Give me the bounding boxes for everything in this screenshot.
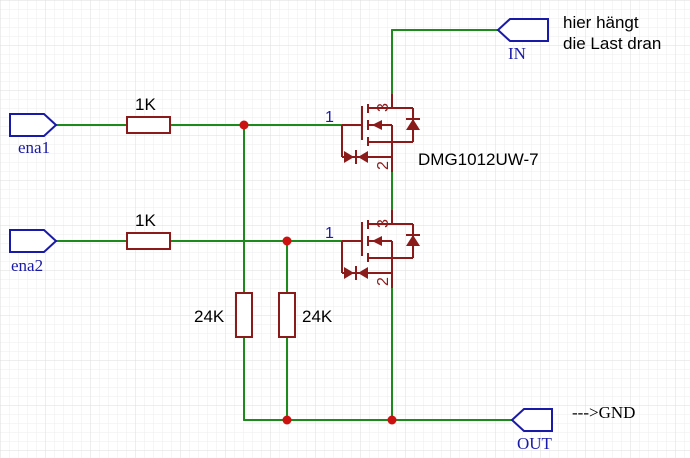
port-out[interactable]: OUT — [510, 408, 553, 453]
mosfet-q2-arrow — [372, 236, 382, 246]
resistor-r3[interactable]: 24K — [194, 292, 253, 338]
junction-gate1 — [239, 120, 249, 130]
junction-gate2 — [282, 236, 292, 246]
mosfet-q2-body-diode — [406, 235, 420, 246]
mosfet-q1[interactable]: 1 3 2 DMG1012UW-7 — [325, 94, 539, 172]
mosfet-q2-pin-source: 2 — [375, 277, 392, 286]
note-load-line1: hier hängt — [563, 13, 639, 32]
port-in-label: IN — [508, 44, 526, 63]
mosfet-q1-pin-source: 2 — [375, 161, 392, 170]
resistor-r4-value: 24K — [302, 307, 333, 326]
mosfet-q1-pin-gate: 1 — [325, 109, 334, 126]
mosfet-q2-zener-a — [344, 267, 354, 279]
junctions — [239, 120, 397, 425]
junction-gnd-source — [387, 415, 397, 425]
resistor-r1-value: 1K — [135, 95, 156, 114]
port-ena1-label: ena1 — [18, 138, 50, 157]
port-in[interactable]: IN — [496, 18, 549, 63]
mosfet-q2-pin-gate: 1 — [325, 225, 334, 242]
port-ena1[interactable]: ena1 — [9, 113, 58, 157]
resistor-r2-value: 1K — [135, 211, 156, 230]
resistor-r3-value: 24K — [194, 307, 225, 326]
note-load-line2: die Last dran — [563, 34, 661, 53]
note-gnd: --->GND — [572, 403, 635, 422]
resistor-r4[interactable]: 24K — [278, 292, 333, 338]
mosfet-q2-zener-b — [358, 267, 368, 279]
mosfet-q2[interactable]: 1 3 2 — [325, 210, 420, 288]
mosfet-q1-body-diode — [406, 119, 420, 130]
mosfet-q1-part-number: DMG1012UW-7 — [418, 150, 539, 169]
mosfet-q2-pin-drain: 3 — [375, 219, 392, 228]
port-ena2[interactable]: ena2 — [9, 229, 58, 275]
resistor-r1[interactable]: 1K — [126, 95, 171, 134]
mosfet-q1-arrow — [372, 120, 382, 130]
port-ena2-label: ena2 — [11, 256, 43, 275]
resistor-r2[interactable]: 1K — [126, 211, 171, 250]
mosfet-q1-pin-drain: 3 — [375, 103, 392, 112]
mosfet-q1-zener-b — [358, 151, 368, 163]
mosfet-q1-zener-a — [344, 151, 354, 163]
junction-gnd-mid — [282, 415, 292, 425]
port-out-label: OUT — [517, 434, 553, 453]
